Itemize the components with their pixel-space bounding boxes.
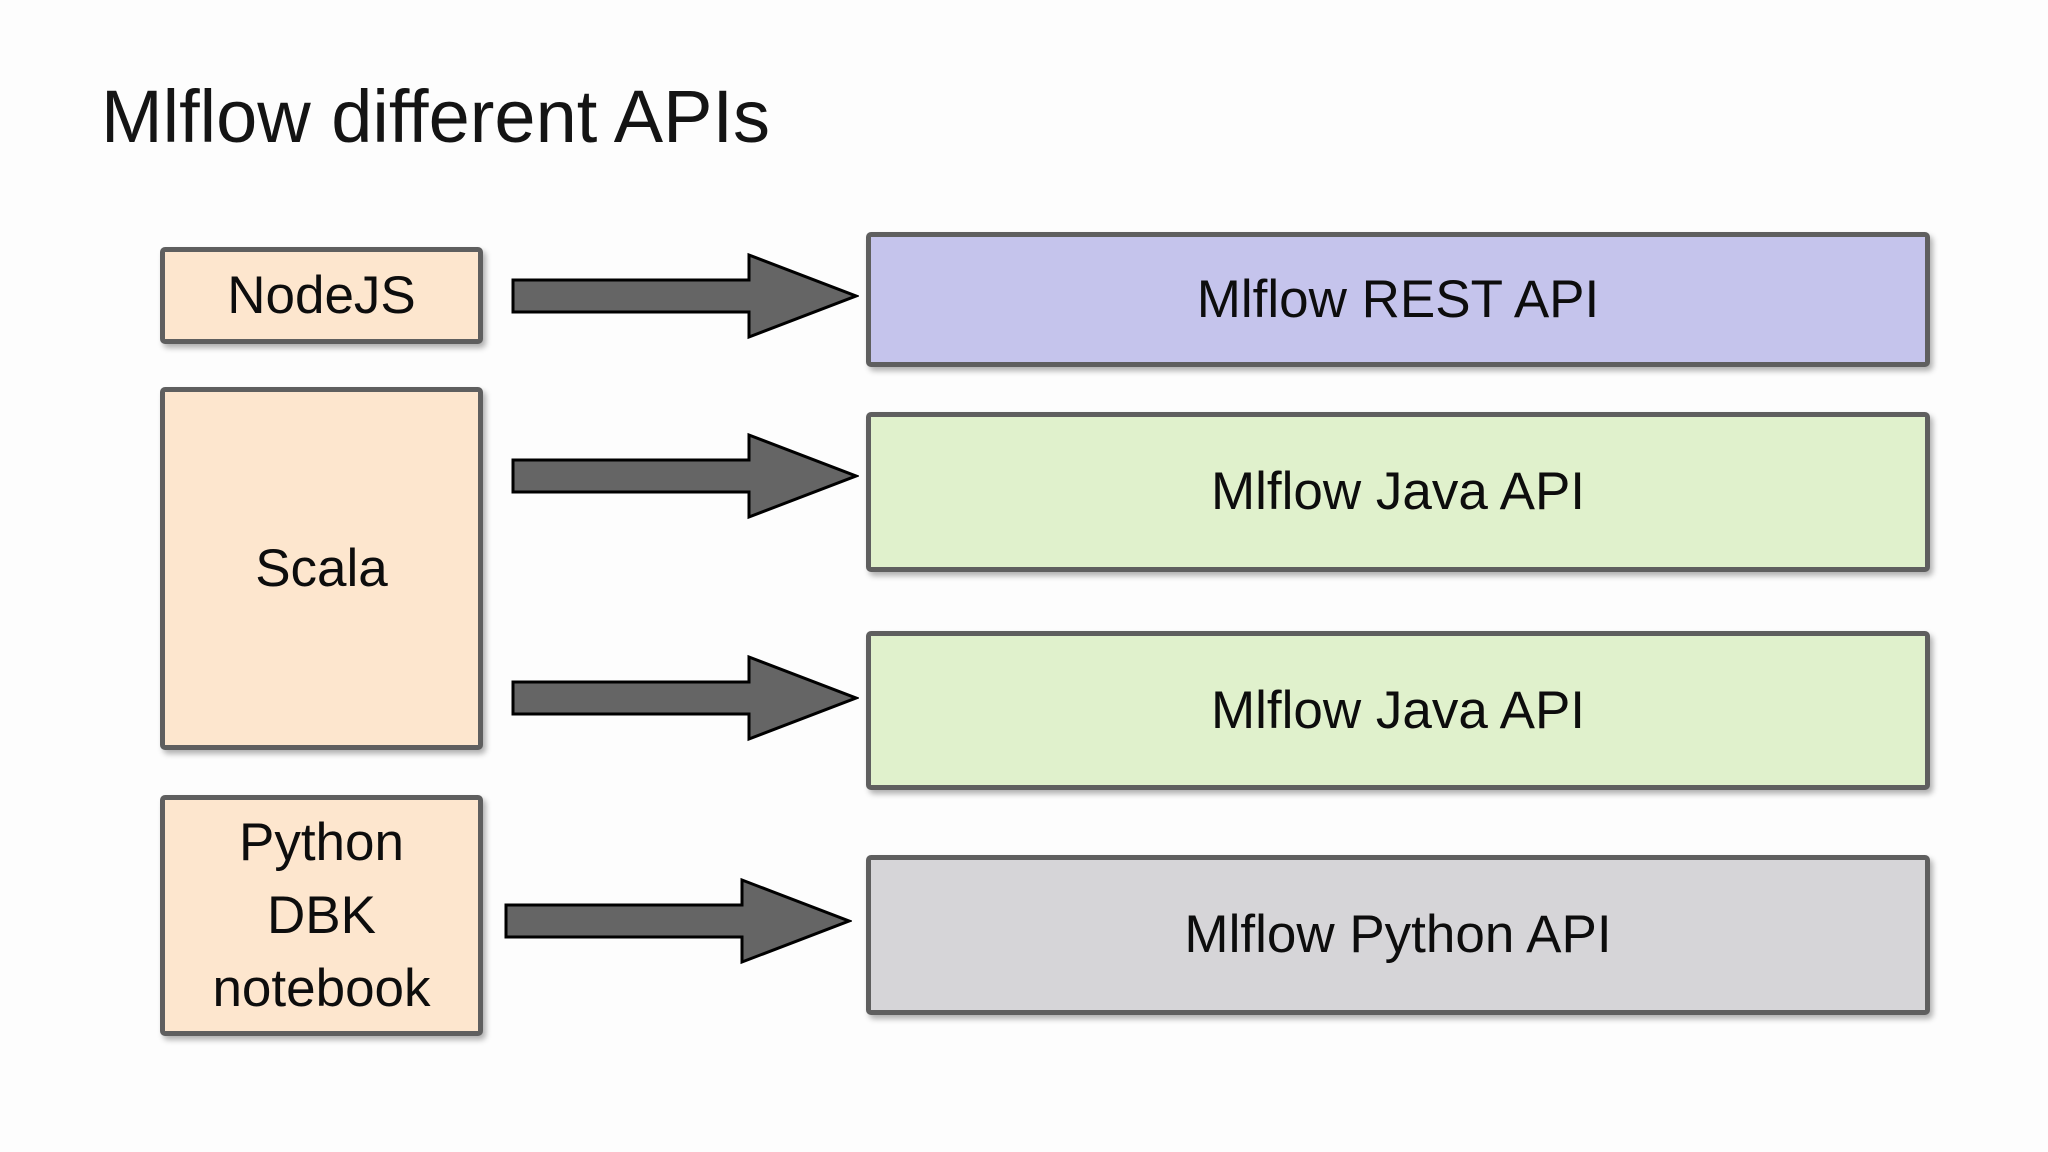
page-title: Mlflow different APIs	[101, 75, 771, 158]
client-box-scala: Scala	[160, 387, 483, 750]
api-box-python: Mlflow Python API	[866, 855, 1930, 1015]
arrow-right-icon	[511, 654, 859, 742]
api-box-java-1: Mlflow Java API	[866, 412, 1930, 572]
api-box-rest-label: Mlflow REST API	[1196, 269, 1600, 329]
client-box-python-dbk-notebook: Python DBK notebook	[160, 795, 483, 1036]
arrow-right-icon	[511, 252, 859, 340]
client-box-nodejs-label: NodeJS	[227, 265, 416, 325]
arrow-right-icon	[511, 432, 859, 520]
client-box-scala-label: Scala	[255, 538, 388, 598]
client-box-python-dbk-notebook-label: Python DBK notebook	[212, 812, 431, 1019]
api-box-rest: Mlflow REST API	[866, 232, 1930, 367]
api-box-java-2: Mlflow Java API	[866, 631, 1930, 790]
api-box-python-label: Mlflow Python API	[1184, 905, 1612, 965]
api-box-java-1-label: Mlflow Java API	[1210, 462, 1586, 522]
api-box-java-2-label: Mlflow Java API	[1210, 680, 1586, 740]
arrow-right-icon	[504, 877, 852, 965]
client-box-nodejs: NodeJS	[160, 247, 483, 344]
